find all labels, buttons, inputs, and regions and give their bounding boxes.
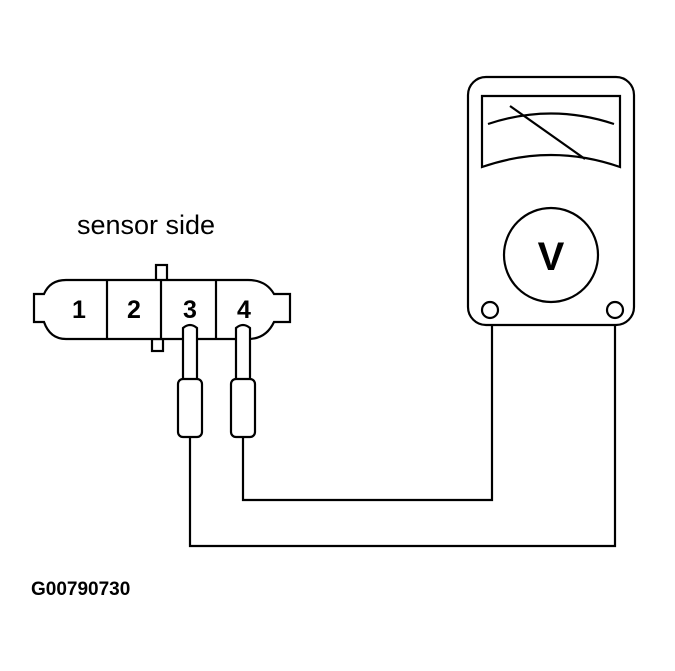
sensor-side-caption: sensor side (77, 210, 215, 240)
pin-3-label: 3 (183, 296, 197, 324)
connector-tab-top (154, 263, 169, 283)
terminal-left (480, 300, 500, 320)
terminal-right (605, 300, 625, 320)
probe-3-tip (181, 323, 199, 382)
voltmeter: V (466, 75, 636, 327)
pin-1-label: 1 (72, 296, 86, 324)
probe-pin-4 (229, 323, 257, 439)
probe-pin-3 (176, 323, 204, 439)
probe-4-handle (229, 377, 257, 439)
analog-display (480, 94, 622, 169)
function-dial (502, 206, 600, 304)
sensor-connector: 1 2 3 4 (32, 263, 292, 353)
display-scale-arc (487, 112, 615, 126)
pin-4-label: 4 (237, 296, 251, 324)
probe-4-tip (234, 323, 252, 382)
figure-code: G00790730 (31, 579, 130, 600)
probe-3-handle (176, 377, 204, 439)
test-lead-pin-4 (241, 318, 494, 502)
connector-tab-bottom (150, 337, 165, 353)
voltage-symbol: V (538, 235, 565, 279)
pin-2-label: 2 (127, 296, 141, 324)
test-lead-pin-3 (188, 318, 617, 548)
needle (509, 105, 586, 160)
